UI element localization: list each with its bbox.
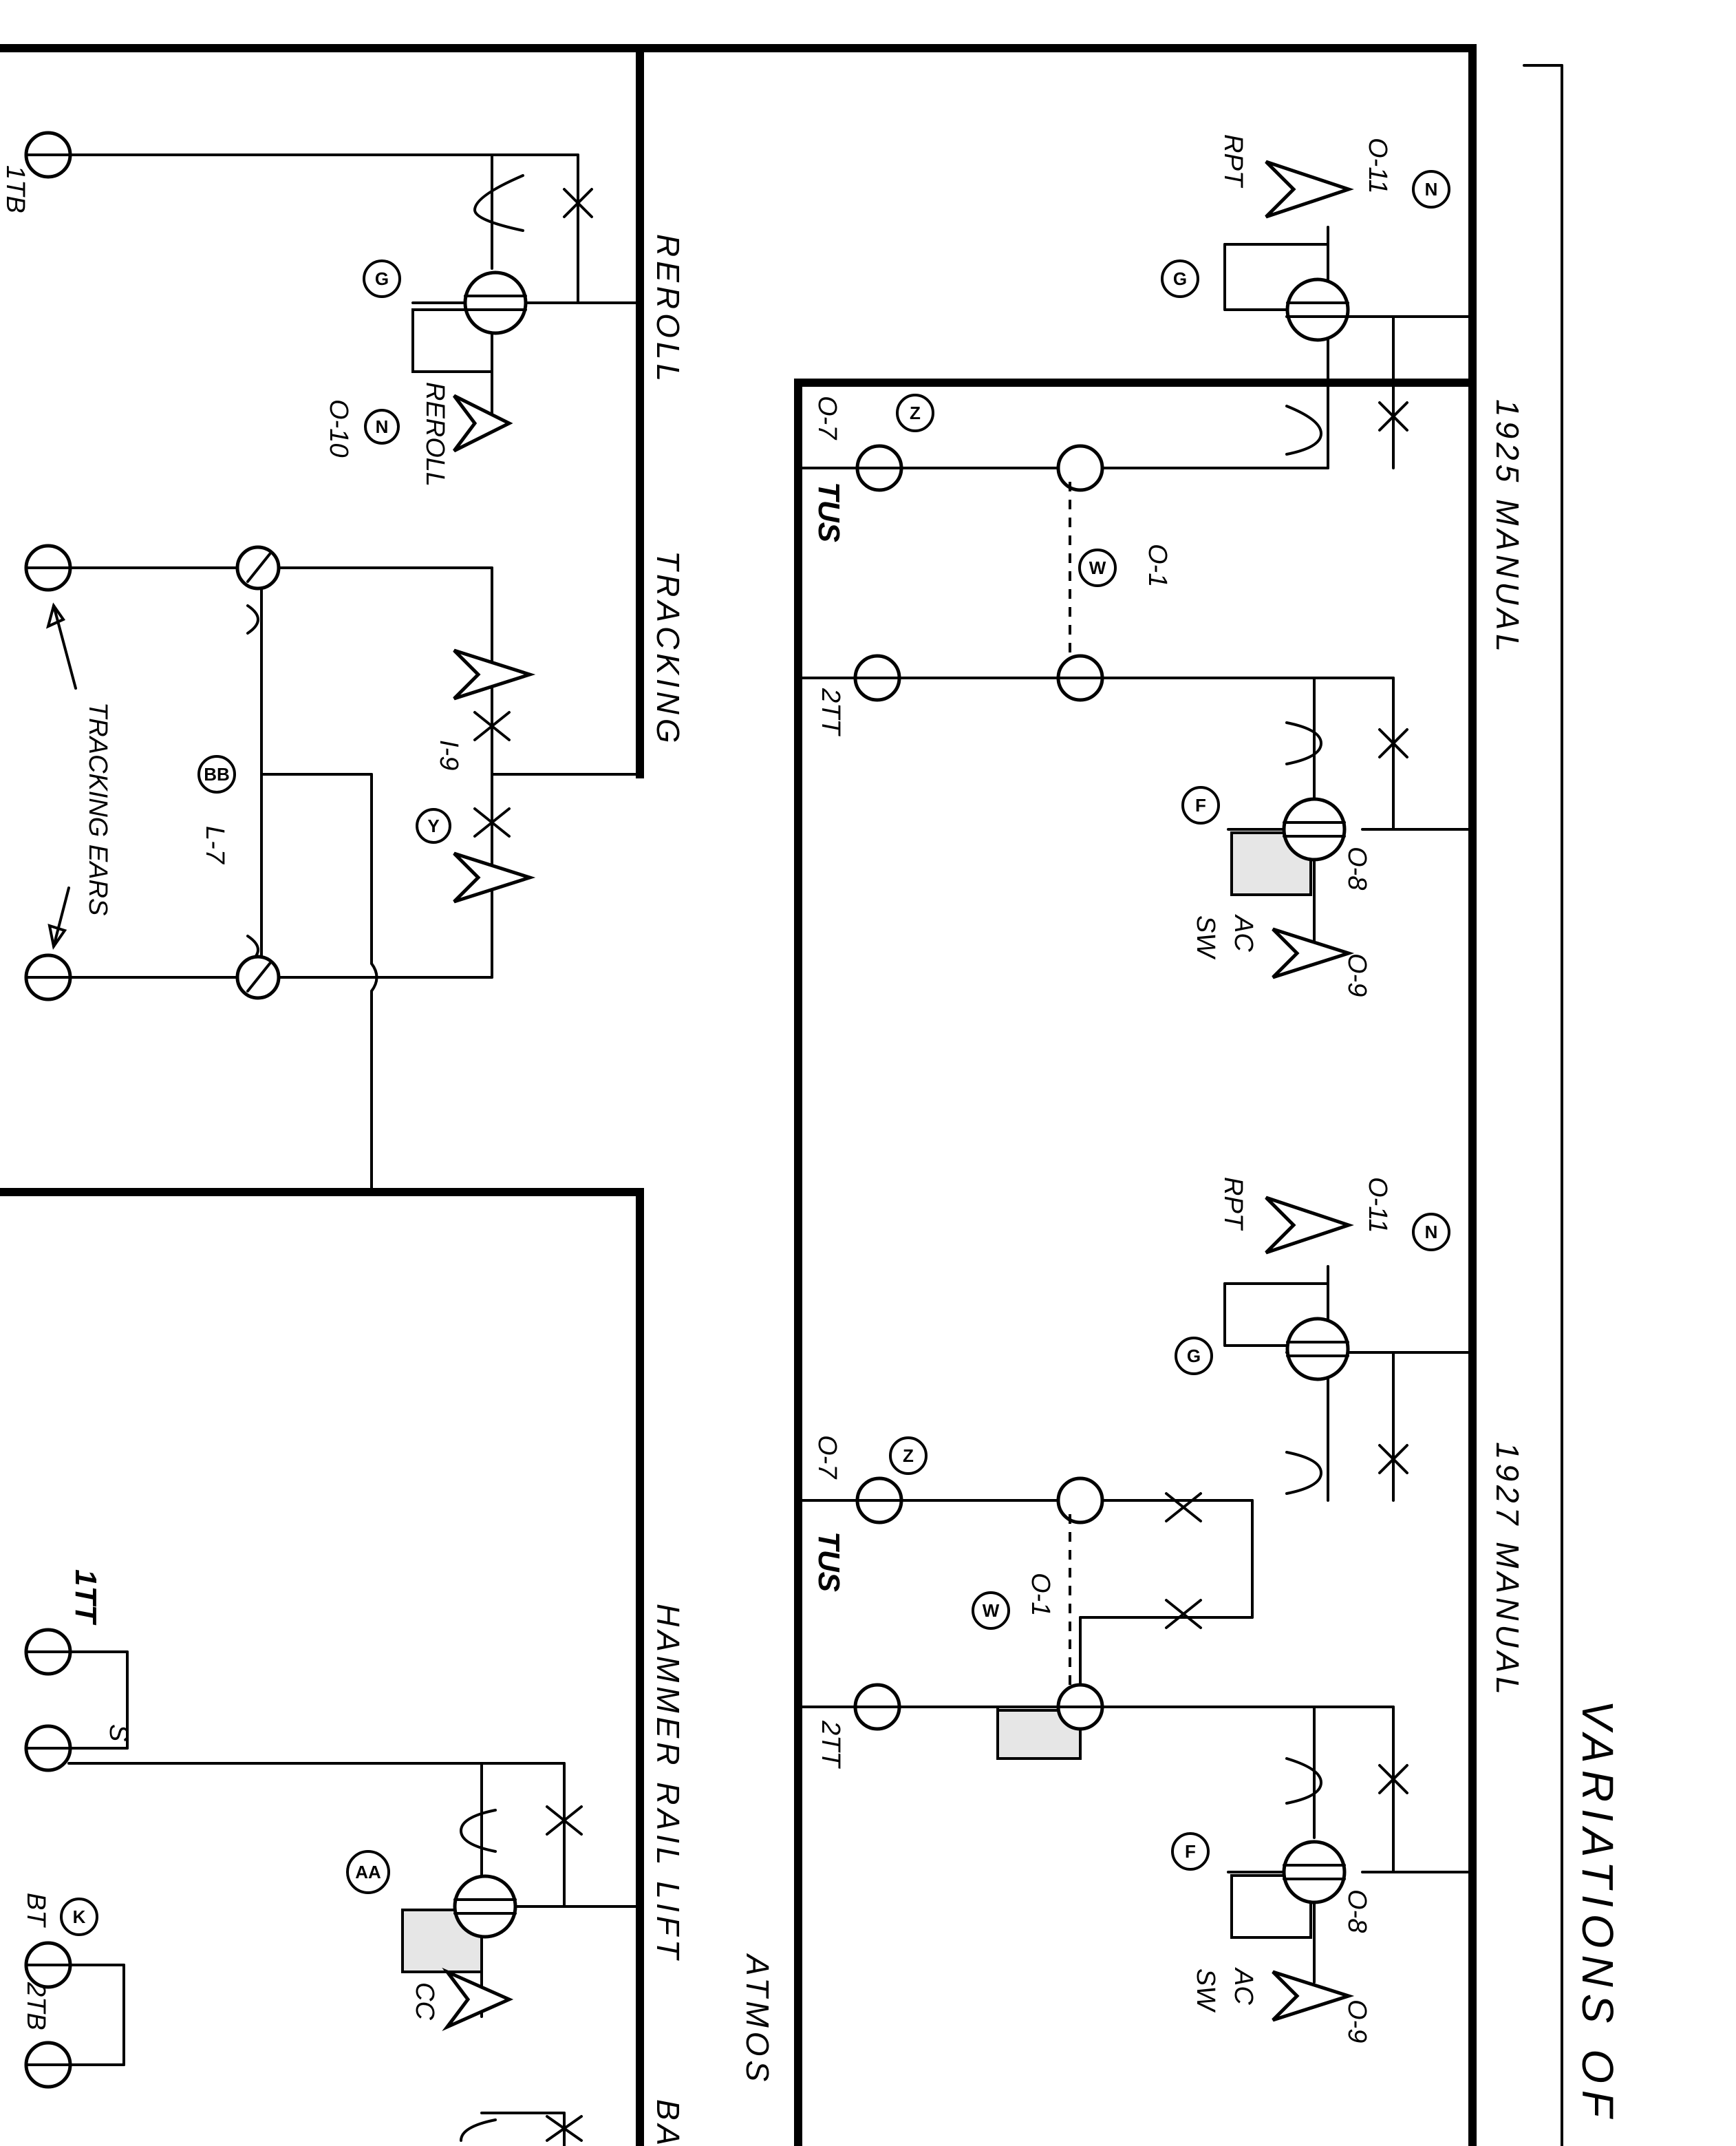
- tag-w-1927: [972, 1591, 1010, 1630]
- hammer-rail-lift-circuit: [24, 1628, 641, 2146]
- tag-z-1925-label: Z: [910, 403, 921, 423]
- page-title: VARIATIONS OF: [1573, 1700, 1622, 2124]
- tag-f-1925: [1181, 786, 1220, 825]
- label-o1-1927: O-1: [1026, 1573, 1055, 1616]
- tag-aa: [346, 1850, 390, 1894]
- tag-k: [60, 1898, 98, 1936]
- tag-z-1925: [896, 394, 934, 432]
- tag-n-reroll-label: N: [376, 416, 389, 437]
- label-tus-1925: TUS: [812, 482, 846, 542]
- label-o11-1927: O-11: [1363, 1177, 1392, 1233]
- tag-n-1925: [1412, 170, 1450, 209]
- label-o8-1927: O-8: [1342, 1889, 1371, 1933]
- tag-w-1925: [1078, 549, 1117, 587]
- section-tracking: TRACKING: [650, 551, 686, 747]
- section-1927-manual: 1927 MANUAL: [1490, 1442, 1525, 1699]
- label-s: S: [104, 1724, 133, 1741]
- manual-1927-circuit: [797, 1196, 1474, 2022]
- tag-w-1925-label: W: [1089, 557, 1106, 578]
- tag-g-1925: [1161, 259, 1199, 298]
- label-cc: CC: [410, 1982, 439, 2020]
- section-hammer-rail-lift: HAMMER RAIL LIFT: [650, 1604, 686, 1963]
- label-i9: I-9: [434, 740, 463, 770]
- tag-y-label: Y: [427, 816, 439, 836]
- tag-g-1927: [1175, 1337, 1213, 1375]
- tag-g-reroll-label: G: [375, 268, 389, 289]
- section-ba: BA: [650, 2099, 686, 2146]
- section-atmos: ATMOS: [740, 1953, 775, 2085]
- label-rpt-1925: RPT: [1219, 134, 1247, 189]
- tag-g-1925-label: G: [1173, 268, 1187, 289]
- tag-n-1927-label: N: [1425, 1222, 1438, 1242]
- label-ac-1925: AC: [1229, 914, 1258, 952]
- label-o1-1925: O-1: [1143, 544, 1172, 587]
- reroll-circuit: [24, 131, 641, 453]
- label-o7-1925: O-7: [813, 396, 842, 440]
- section-1925-manual: 1925 MANUAL: [1490, 399, 1525, 656]
- label-rpt-1927: RPT: [1219, 1177, 1247, 1231]
- label-1tt: 1TT: [69, 1569, 103, 1625]
- label-o11-1925: O-11: [1363, 138, 1392, 194]
- label-o9-1925: O-9: [1342, 953, 1371, 997]
- label-o8-1925: O-8: [1342, 847, 1371, 890]
- label-l7: L-7: [200, 826, 229, 865]
- tag-g-reroll: [363, 259, 401, 298]
- label-2tb: 2TB: [21, 1982, 50, 2030]
- label-o9-1927: O-9: [1342, 1999, 1371, 2043]
- reroll-valve-label: REROLL: [420, 382, 449, 487]
- label-o7-1927: O-7: [813, 1435, 842, 1480]
- tag-n-1925-label: N: [1425, 179, 1438, 200]
- tag-z-1927-label: Z: [903, 1445, 914, 1466]
- tag-y: [416, 808, 451, 844]
- label-2tt-1925: 2TT: [816, 688, 845, 736]
- tag-aa-label: AA: [355, 1862, 381, 1882]
- tag-bb: [197, 755, 236, 794]
- label-ac-1927: AC: [1229, 1967, 1258, 2005]
- tag-f-1925-label: F: [1195, 795, 1206, 816]
- tag-f-1927: [1171, 1832, 1210, 1871]
- label-1tb: 1TB: [1, 165, 30, 213]
- tag-f-1927-label: F: [1185, 1841, 1196, 1862]
- label-tus-1927: TUS: [812, 1531, 846, 1592]
- tracking-circuit: [24, 544, 641, 1193]
- tracking-ears-label: TRACKING EARS: [83, 702, 112, 915]
- tag-k-label: K: [73, 1906, 86, 1927]
- tag-g-1927-label: G: [1187, 1346, 1201, 1366]
- reroll-number-label: O-10: [324, 399, 353, 457]
- tag-z-1927: [889, 1436, 928, 1475]
- tag-bb-label: BB: [204, 764, 230, 785]
- label-bt: BT: [21, 1893, 50, 1928]
- section-reroll: REROLL: [650, 234, 686, 385]
- tag-w-1927-label: W: [983, 1600, 1000, 1621]
- label-2tt-1927: 2TT: [816, 1720, 845, 1769]
- tag-n-reroll: [364, 409, 400, 445]
- label-sw-1925: SW: [1191, 915, 1220, 959]
- manual-1925-circuit: [797, 160, 1474, 979]
- tag-n-1927: [1412, 1213, 1450, 1251]
- label-sw-1927: SW: [1191, 1968, 1220, 2012]
